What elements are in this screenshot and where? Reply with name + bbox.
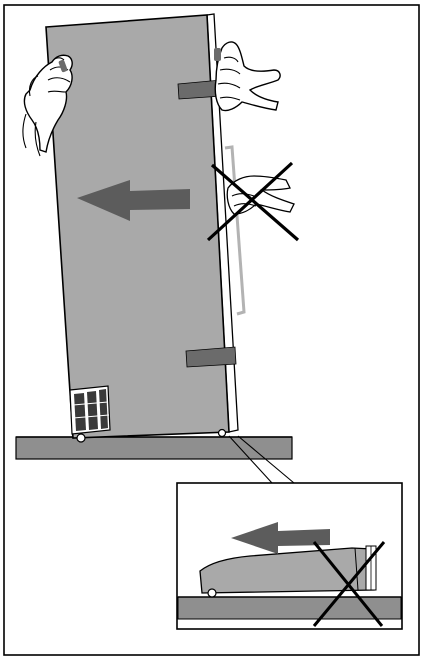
floor — [15, 436, 293, 460]
forbidden-cross-icon — [206, 161, 300, 242]
left-arrow-icon — [77, 180, 190, 221]
detail-inset — [176, 482, 403, 630]
inset-wheel — [207, 588, 217, 598]
cabinet-body — [45, 14, 230, 439]
refrigerator — [45, 13, 246, 443]
vent-grille — [69, 385, 111, 435]
zoom-connector — [228, 435, 295, 484]
hand-icon — [22, 54, 73, 157]
front-wheel — [76, 433, 86, 443]
hand-icon — [214, 41, 281, 112]
forbidden-cross-icon — [312, 541, 386, 627]
lower-tape-strap — [185, 346, 237, 368]
rear-wheel — [217, 428, 227, 438]
door-handle — [224, 145, 246, 316]
left-arrow-icon — [231, 522, 330, 554]
